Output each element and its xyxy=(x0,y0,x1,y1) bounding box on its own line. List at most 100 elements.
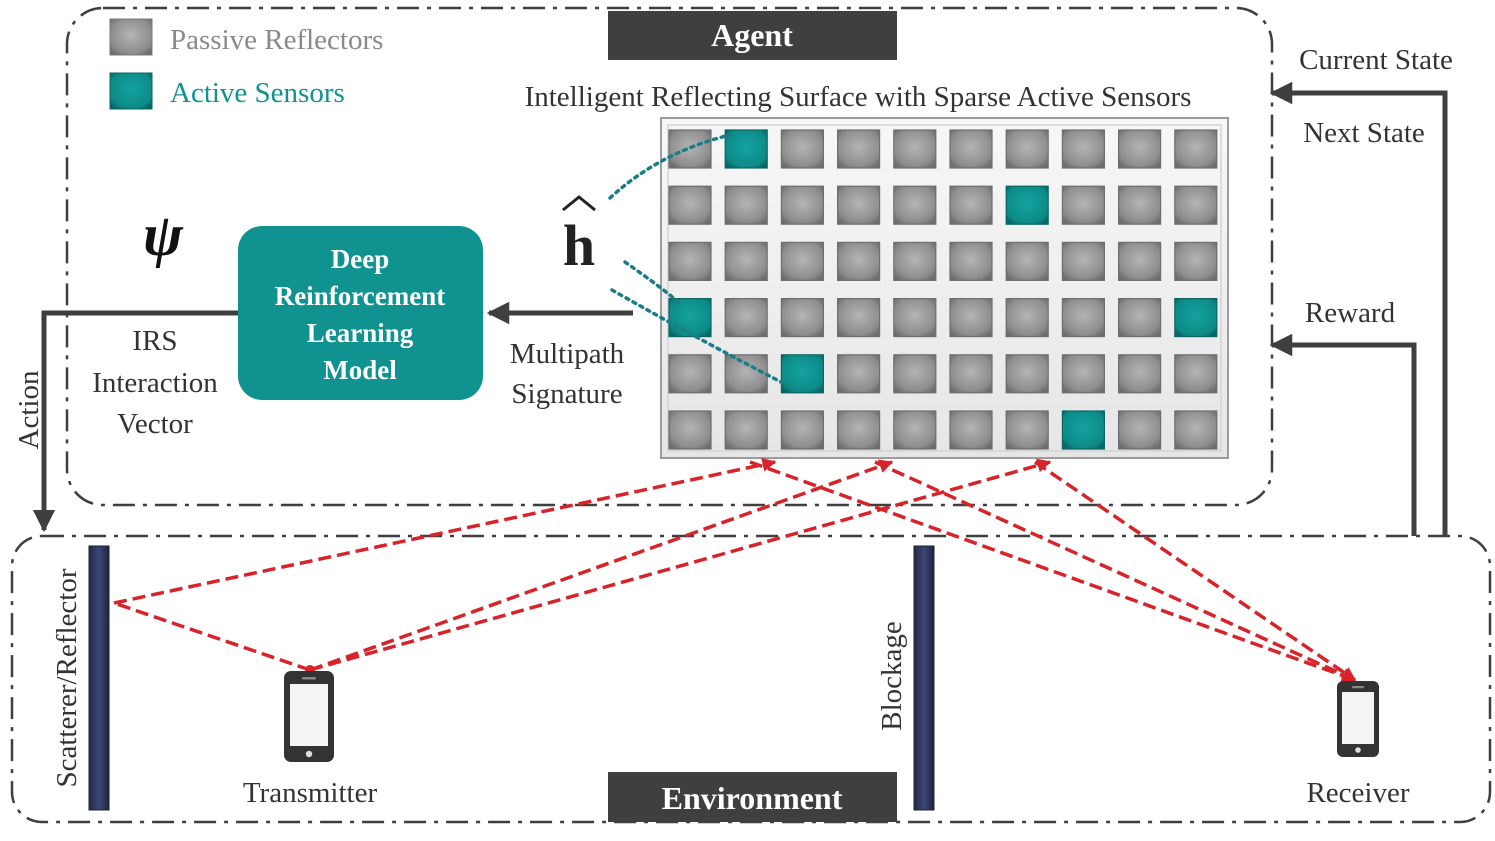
irs-passive-reflector xyxy=(949,298,993,338)
svg-text:Interaction: Interaction xyxy=(92,367,218,399)
sensor-link-low xyxy=(610,288,785,385)
irs-passive-reflector xyxy=(1005,298,1049,338)
irs-passive-reflector xyxy=(1117,185,1162,225)
drl-line-1: Deep xyxy=(331,244,389,274)
sensor-links xyxy=(608,133,785,385)
svg-text:Signature: Signature xyxy=(511,378,622,410)
irs-passive-reflector xyxy=(893,410,937,450)
irs-passive-reflector xyxy=(724,185,768,225)
irs-passive-reflector xyxy=(668,354,712,394)
irs-passive-reflector xyxy=(893,298,937,338)
irs-passive-reflector xyxy=(668,410,712,450)
irs-active-sensor xyxy=(780,354,825,394)
irs-passive-reflector xyxy=(1117,354,1162,394)
irs-active-sensor xyxy=(724,129,768,169)
drl-line-2: Reinforcement xyxy=(275,281,445,311)
irs-passive-reflector xyxy=(893,354,937,394)
drl-line-3: Learning xyxy=(307,318,414,348)
irs-passive-reflector xyxy=(1117,129,1162,169)
reward-label: Reward xyxy=(1305,297,1396,329)
agent-frame xyxy=(65,6,1274,507)
sensor-link-top xyxy=(608,133,732,200)
irs-active-sensor xyxy=(1061,410,1106,450)
receiver-phone-icon xyxy=(1337,681,1379,757)
loop-arrows xyxy=(32,81,1448,536)
action-label: Action xyxy=(13,370,45,449)
receiver-label: Receiver xyxy=(1306,777,1409,809)
irs-passive-reflector xyxy=(893,185,937,225)
irs-passive-reflector xyxy=(1117,410,1162,450)
irs-passive-reflector xyxy=(724,354,768,394)
legend: Passive Reflectors Active Sensors xyxy=(109,18,383,110)
ray-irs-to-rx-2 xyxy=(874,460,1357,682)
irs-passive-reflector xyxy=(836,241,881,281)
ray-tx-to-irs-1 xyxy=(309,459,894,672)
irs-panel xyxy=(660,117,1229,459)
irs-passive-reflector xyxy=(836,185,881,225)
irs-passive-reflector xyxy=(1061,129,1106,169)
blockage-label: Blockage xyxy=(876,621,908,731)
drl-line-4: Model xyxy=(323,355,397,385)
irs-passive-reflector xyxy=(1061,354,1106,394)
irs-passive-reflector xyxy=(949,410,993,450)
irs-passive-reflector xyxy=(1117,298,1162,338)
signal-rays xyxy=(113,457,1357,683)
irs-passive-reflector xyxy=(1005,410,1049,450)
irs-passive-reflector xyxy=(668,129,712,169)
passive-legend-label: Passive Reflectors xyxy=(170,24,383,56)
irs-passive-reflector xyxy=(1174,354,1218,394)
irs-passive-reflector xyxy=(1061,298,1106,338)
irs-passive-reflector xyxy=(836,298,881,338)
irs-passive-reflector xyxy=(724,241,768,281)
irs-title: Intelligent Reflecting Surface with Spar… xyxy=(525,81,1192,113)
irs-passive-reflector xyxy=(724,410,768,450)
ray-irs-to-rx-3 xyxy=(1034,460,1357,682)
ray-tx-to-scatterer xyxy=(113,601,311,672)
active-legend-swatch xyxy=(109,72,153,110)
transmitter-label: Transmitter xyxy=(243,777,378,809)
transmitter-phone-icon xyxy=(284,671,334,762)
irs-active-sensor xyxy=(1005,185,1049,225)
irs-passive-reflector xyxy=(949,185,993,225)
irs-passive-reflector xyxy=(668,241,712,281)
environment-objects: Scatterer/Reflector Blockage xyxy=(51,545,935,811)
irs-passive-reflector xyxy=(893,241,937,281)
scatterer-wall xyxy=(88,545,110,811)
irs-passive-reflector xyxy=(668,185,712,225)
irs-passive-reflector xyxy=(1174,129,1218,169)
passive-legend-swatch xyxy=(109,18,153,56)
irs-passive-reflector xyxy=(836,354,881,394)
irs-passive-reflector xyxy=(1117,241,1162,281)
irs-passive-reflector xyxy=(724,298,768,338)
irs-passive-reflector xyxy=(893,129,937,169)
svg-text:Multipath: Multipath xyxy=(510,338,625,370)
agent-title-badge: Agent xyxy=(608,11,897,60)
irs-passive-reflector xyxy=(949,354,993,394)
scatterer-label: Scatterer/Reflector xyxy=(51,568,83,787)
irs-passive-reflector xyxy=(1005,129,1049,169)
environment-title: Environment xyxy=(662,780,843,816)
current-state-label: Current State xyxy=(1299,44,1453,76)
irs-active-sensor xyxy=(1174,298,1218,338)
drl-model-box: Deep Reinforcement Learning Model xyxy=(238,226,483,400)
h-hat-symbol: h xyxy=(562,195,596,278)
irs-passive-reflector xyxy=(1174,410,1218,450)
active-legend-label: Active Sensors xyxy=(170,77,345,109)
multipath-signature-label: Multipath Signature xyxy=(510,338,625,410)
irs-passive-reflector xyxy=(1174,241,1218,281)
irs-passive-reflector xyxy=(780,298,825,338)
ray-irs-to-rx-1 xyxy=(749,460,1357,683)
ray-scatterer-to-irs xyxy=(113,457,777,605)
svg-text:IRS: IRS xyxy=(132,325,177,357)
agent-title: Agent xyxy=(711,17,793,53)
irs-passive-reflector xyxy=(1005,241,1049,281)
irs-passive-reflector xyxy=(780,129,825,169)
sensor-link-mid xyxy=(623,260,680,304)
irs-active-sensor xyxy=(668,298,712,338)
ray-tx-to-irs-2 xyxy=(309,458,1052,672)
current-state-arrow xyxy=(1269,81,1448,536)
next-state-label: Next State xyxy=(1303,117,1425,149)
irs-interaction-vector-label: IRS Interaction Vector xyxy=(92,325,218,440)
svg-text:Vector: Vector xyxy=(117,408,193,440)
environment-title-badge: Environment xyxy=(608,772,897,822)
